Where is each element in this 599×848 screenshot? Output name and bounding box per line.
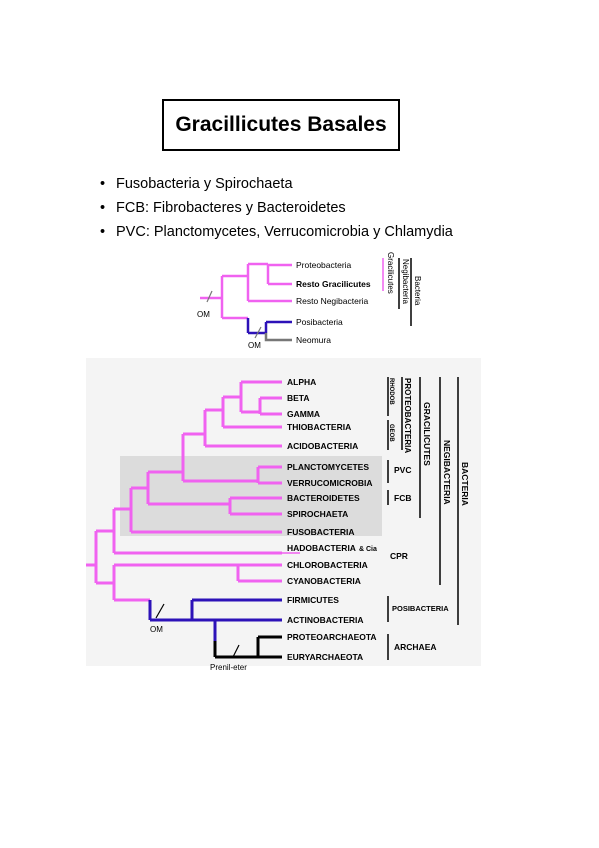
tree1-leaf: Neomura	[296, 335, 331, 345]
group-label: CPR	[390, 551, 408, 561]
tree2-leaf: BACTEROIDETES	[287, 493, 360, 503]
group-label: PVC	[394, 465, 411, 475]
tree1-brackets: Gracilicutes Negibacteria Bacteria	[382, 252, 422, 326]
tree1-om-label: OM	[248, 341, 261, 350]
tree2-leaf: ACTINOBACTERIA	[287, 615, 364, 625]
tree2-leaf: GAMMA	[287, 409, 320, 419]
tree2-leaf: CHLOROBACTERIA	[287, 560, 368, 570]
tree1-blue-branches	[246, 318, 292, 335]
tree2-leaf: THIOBACTERIA	[287, 422, 351, 432]
list-item: •Fusobacteria y Spirochaeta	[100, 172, 453, 196]
tree1-bracket-label: Negibacteria	[401, 259, 410, 304]
list-item: •FCB: Fibrobacteres y Bacteroidetes	[100, 196, 453, 220]
tree2-leaf: BETA	[287, 393, 310, 403]
tree1-om-tick	[206, 290, 213, 303]
tree1-gray-branch	[264, 333, 292, 342]
gracilicutes-basales-shade	[120, 456, 382, 536]
tree2-leaf: HADOBACTERIA& Cia	[287, 543, 377, 553]
page-title: Gracillicutes Basales	[175, 113, 387, 136]
tree1-labels: Proteobacteria Resto Gracilicutes Resto …	[197, 260, 371, 350]
tree2-leaf: FUSOBACTERIA	[287, 527, 355, 537]
tree1-bracket-label: Bacteria	[413, 276, 422, 306]
tree2-group-labels: PVC FCB CPR POSIBACTERIA ARCHAEA RHODOB …	[388, 378, 470, 652]
tree1	[200, 262, 292, 342]
tree2-leaf: ACIDOBACTERIA	[287, 441, 358, 451]
tree2-prenil-label: Prenil-eter	[210, 663, 247, 672]
tree1-leaf: Resto Negibacteria	[296, 296, 369, 306]
tree2-marks: OM Prenil-eter	[150, 625, 247, 672]
tree2-labels: ALPHA BETA GAMMA THIOBACTERIA ACIDOBACTE…	[287, 377, 377, 662]
tree1-bracket-label: Gracilicutes	[386, 252, 395, 294]
title-box: Gracillicutes Basales	[162, 99, 400, 151]
tree2-leaf: PROTEOARCHAEOTA	[287, 632, 377, 642]
tree2-brackets	[387, 377, 459, 660]
group-label: ARCHAEA	[394, 642, 437, 652]
tree2-leaf: CYANOBACTERIA	[287, 576, 361, 586]
tree2-leaf: FIRMICUTES	[287, 595, 339, 605]
group-label: FCB	[394, 493, 411, 503]
tree2-leaf: ALPHA	[287, 377, 316, 387]
bullet-dot: •	[100, 200, 106, 216]
vertical-group-label: GEOB	[388, 424, 394, 442]
vertical-group-label: GRACILICUTES	[422, 402, 432, 466]
tree2-om-tick	[155, 603, 165, 619]
tree2-black-branches	[213, 635, 282, 659]
bullet-list: •Fusobacteria y Spirochaeta •FCB: Fibrob…	[100, 172, 453, 244]
tree2-leaf: PLANCTOMYCETES	[287, 462, 369, 472]
tree2-pink-branches	[86, 380, 282, 602]
tree1-leaf: Posibacteria	[296, 317, 343, 327]
tree2-blue-branches	[148, 598, 282, 641]
tree2-leaf: EURYARCHAEOTA	[287, 652, 363, 662]
bullet-dot: •	[100, 176, 106, 192]
vertical-group-label: PROTEOBACTERIA	[403, 378, 412, 453]
list-item: •PVC: Planctomycetes, Verrucomicrobia y …	[100, 220, 453, 244]
tree1-pink-branches	[200, 262, 292, 320]
tree2-leaf: SPIROCHAETA	[287, 509, 348, 519]
vertical-group-label: NEGIBACTERIA	[442, 440, 452, 505]
group-label: POSIBACTERIA	[392, 604, 449, 613]
tree2-om-label: OM	[150, 625, 163, 634]
bullet-dot: •	[100, 224, 106, 240]
tree1-om-label: OM	[197, 310, 210, 319]
vertical-group-label: BACTERIA	[460, 462, 470, 506]
vertical-group-label: RHODOB	[388, 378, 394, 405]
tree1-leaf: Proteobacteria	[296, 260, 352, 270]
tree2-leaf: VERRUCOMICROBIA	[287, 478, 372, 488]
tree2-prenil-tick	[232, 644, 240, 658]
tree1-leaf: Resto Gracilicutes	[296, 279, 371, 289]
tree1-om-tick	[254, 326, 262, 339]
tree2	[86, 380, 300, 659]
